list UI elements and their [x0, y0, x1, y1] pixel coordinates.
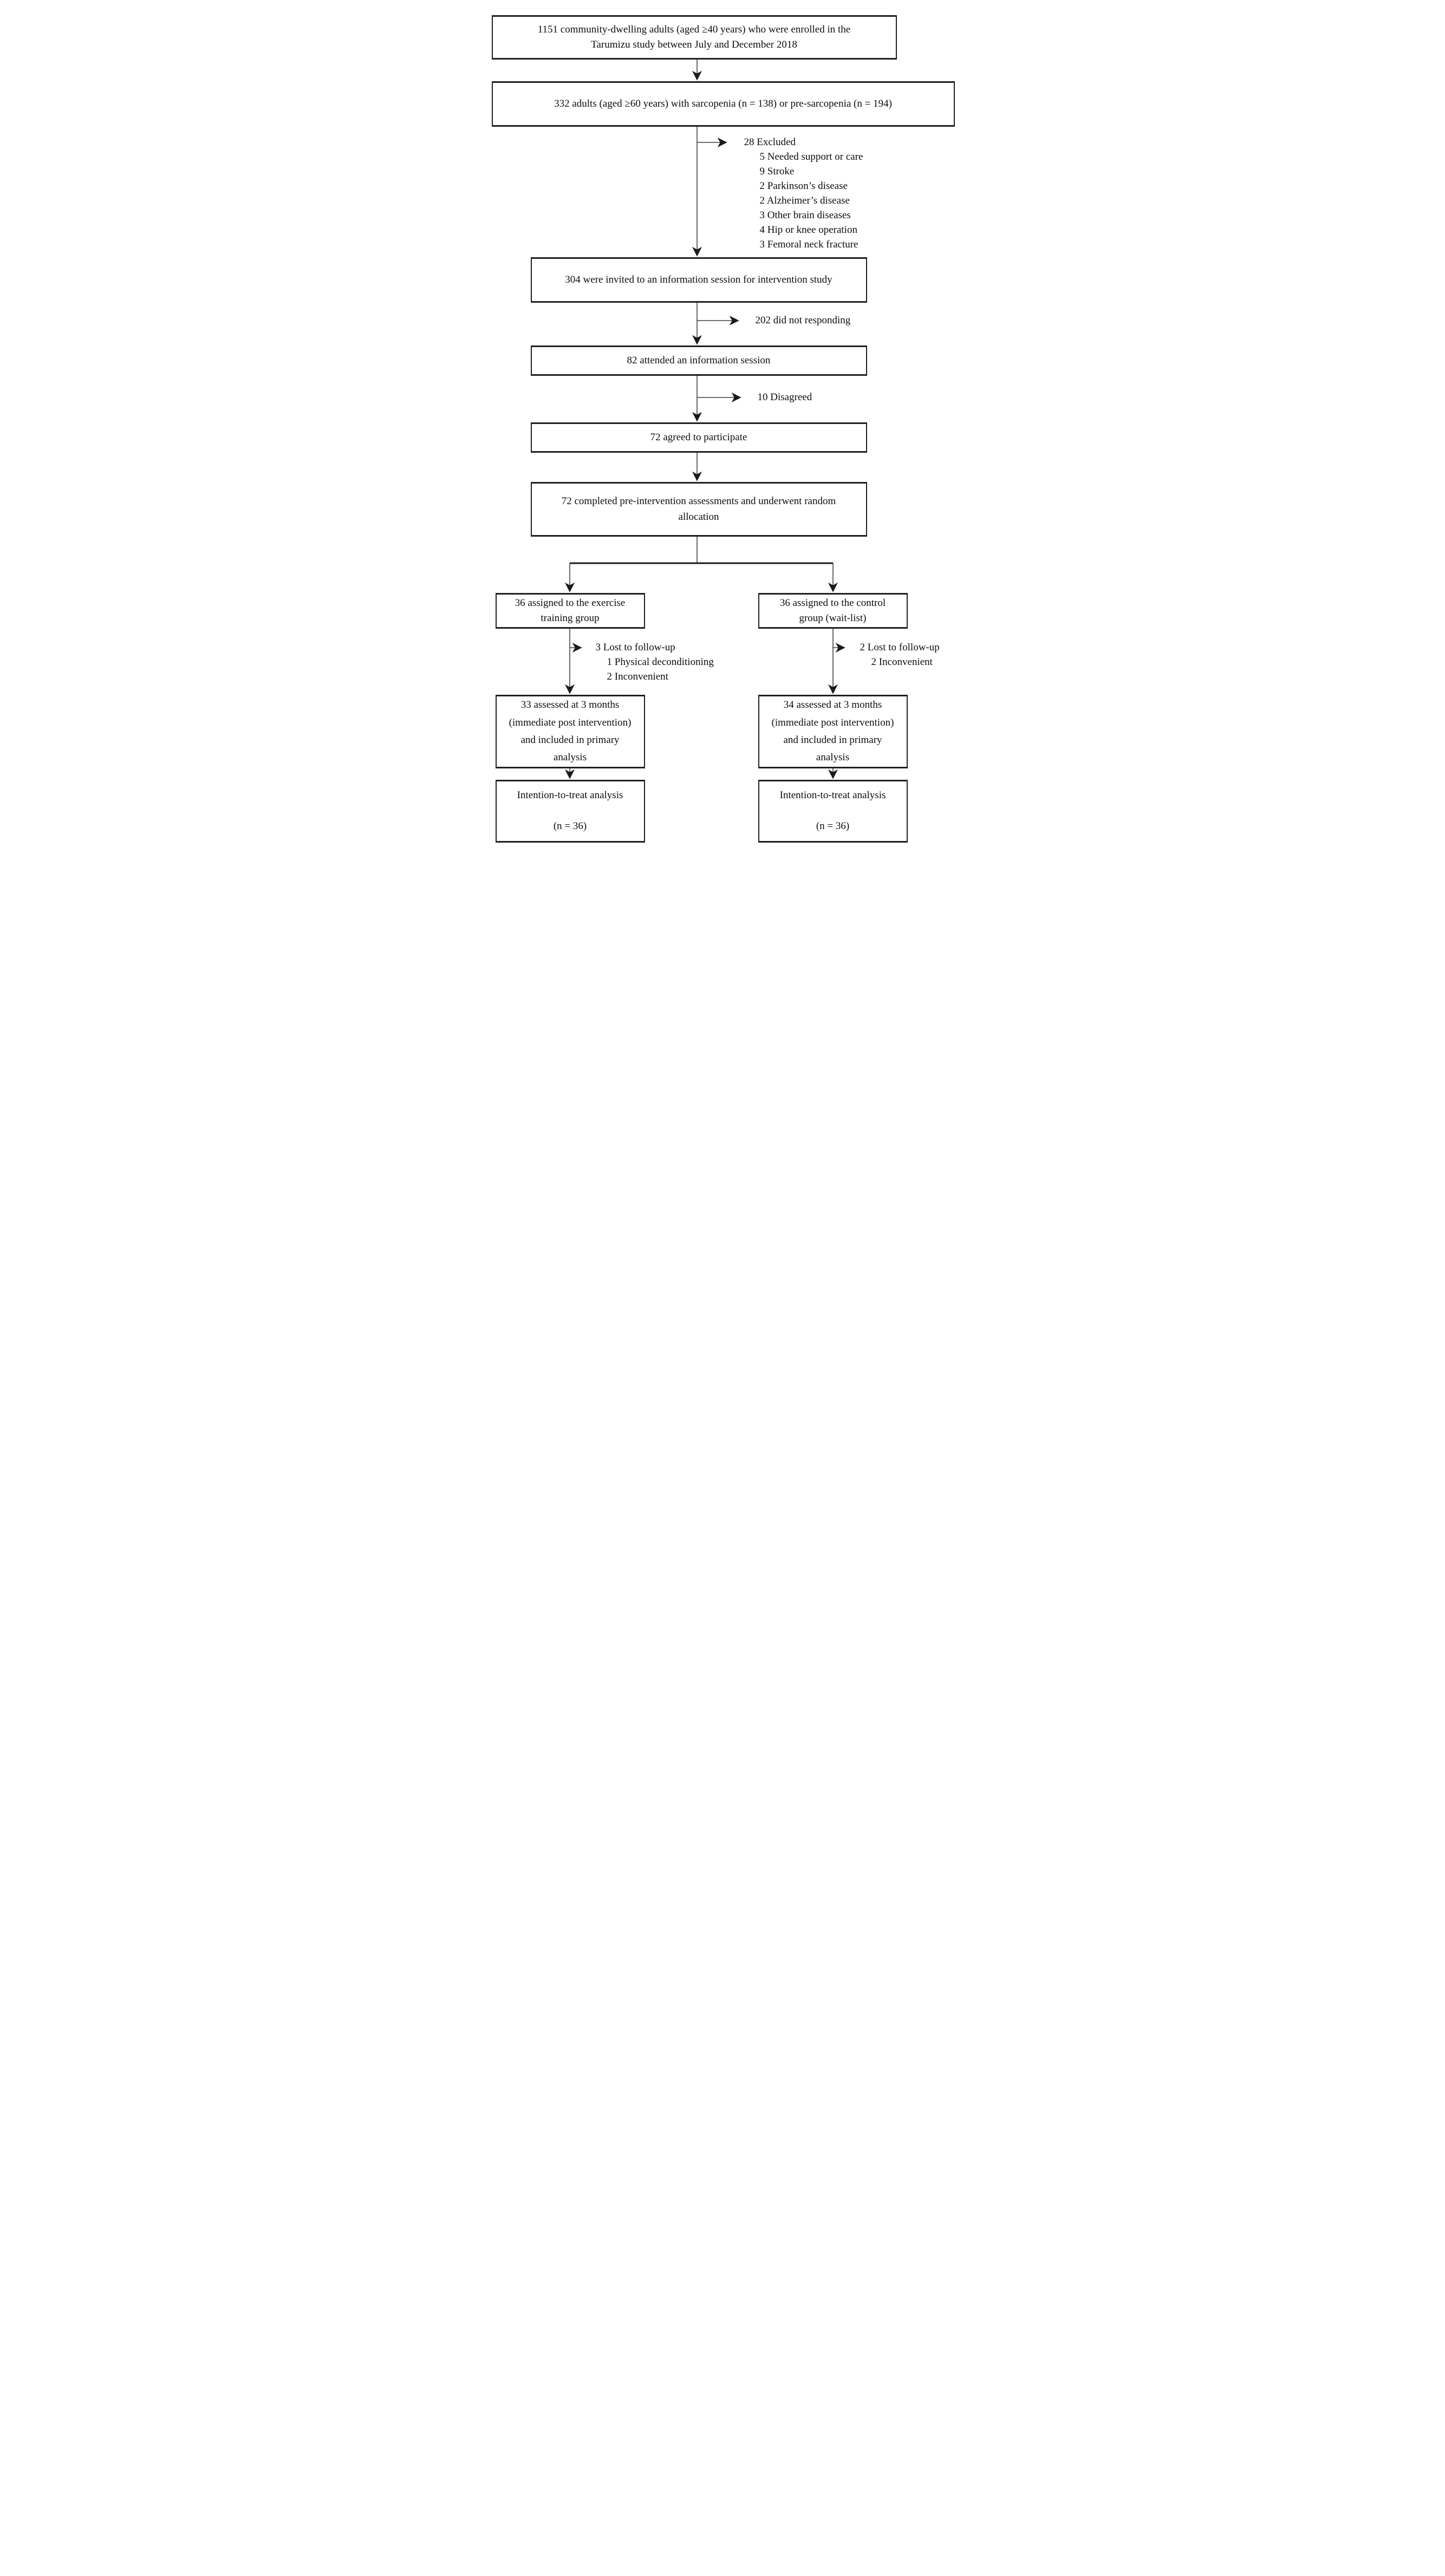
- excluded-reason-item: 5 Needed support or care: [759, 151, 863, 162]
- excluded-reason-item: 2 Alzheimer’s disease: [759, 195, 850, 206]
- box-exercise-assessed-label: 33 assessed at 3 months (immediate post …: [509, 699, 632, 764]
- box-control-itt: Intention-to-treat analysis (n = 36): [758, 780, 908, 843]
- box-enrolled-label: 1151 community-dwelling adults (aged ≥40…: [537, 23, 851, 51]
- box-attended: 82 attended an information session: [530, 345, 867, 376]
- box-exercise-group-label: 36 assigned to the exercise training gro…: [515, 597, 626, 624]
- box-exercise-assessed: 33 assessed at 3 months (immediate post …: [495, 695, 645, 768]
- excluded-reason-item: 4 Hip or knee operation: [759, 224, 857, 236]
- control-lost-label: 2 Lost to follow-up: [860, 642, 940, 653]
- excluded-reason-item: 3 Femoral neck fracture: [759, 239, 858, 250]
- not-responding-label: 202 did not responding: [755, 315, 851, 326]
- box-attended-label: 82 attended an information session: [627, 354, 771, 366]
- box-control-itt-label: Intention-to-treat analysis (n = 36): [779, 790, 886, 832]
- box-exercise-group: 36 assigned to the exercise training gro…: [495, 593, 645, 629]
- not-responding-note: 202 did not responding: [756, 313, 851, 328]
- box-control-group-label: 36 assigned to the control group (wait-l…: [779, 597, 886, 624]
- excluded-reason-item: 3 Other brain diseases: [759, 210, 851, 221]
- box-control-assessed: 34 assessed at 3 months (immediate post …: [758, 695, 908, 768]
- box-eligible-label: 332 adults (aged ≥60 years) with sarcope…: [554, 97, 892, 109]
- exercise-lost-label: 3 Lost to follow-up: [595, 642, 675, 653]
- control-lost-reason-list: 2 Inconvenient: [871, 655, 940, 669]
- exercise-lost-reason-item: 2 Inconvenient: [607, 671, 668, 682]
- box-enrolled: 1151 community-dwelling adults (aged ≥40…: [491, 15, 897, 60]
- box-control-assessed-label: 34 assessed at 3 months (immediate post …: [771, 699, 894, 764]
- box-agreed: 72 agreed to participate: [530, 422, 867, 453]
- exercise-lost-reason-list: 1 Physical deconditioning 2 Inconvenient: [607, 655, 714, 684]
- control-lost-note: 2 Lost to follow-up 2 Inconvenient: [860, 640, 940, 669]
- box-invited-label: 304 were invited to an information sessi…: [565, 273, 832, 285]
- disagreed-label: 10 Disagreed: [757, 392, 812, 403]
- consort-flow-diagram: 1151 community-dwelling adults (aged ≥40…: [481, 0, 964, 859]
- box-exercise-itt-label: Intention-to-treat analysis (n = 36): [517, 790, 623, 832]
- excluded-reason-list: 5 Needed support or care 9 Stroke 2 Park…: [760, 149, 863, 252]
- excluded-reason-item: 9 Stroke: [759, 166, 795, 177]
- box-control-group: 36 assigned to the control group (wait-l…: [758, 593, 908, 629]
- disagreed-note: 10 Disagreed: [758, 390, 812, 405]
- excluded-reason-item: 2 Parkinson’s disease: [759, 180, 848, 192]
- exercise-lost-note: 3 Lost to follow-up 1 Physical deconditi…: [596, 640, 714, 684]
- box-invited: 304 were invited to an information sessi…: [530, 257, 867, 303]
- box-eligible: 332 adults (aged ≥60 years) with sarcope…: [491, 81, 955, 127]
- box-randomized-label: 72 completed pre-intervention assessment…: [561, 495, 836, 523]
- exercise-lost-reason-item: 1 Physical deconditioning: [607, 656, 714, 668]
- box-exercise-itt: Intention-to-treat analysis (n = 36): [495, 780, 645, 843]
- box-agreed-label: 72 agreed to participate: [650, 431, 747, 443]
- excluded-note: 28 Excluded 5 Needed support or care 9 S…: [744, 135, 863, 252]
- box-randomized: 72 completed pre-intervention assessment…: [530, 482, 867, 537]
- control-lost-reason-item: 2 Inconvenient: [871, 656, 933, 668]
- excluded-count-label: 28 Excluded: [744, 136, 796, 148]
